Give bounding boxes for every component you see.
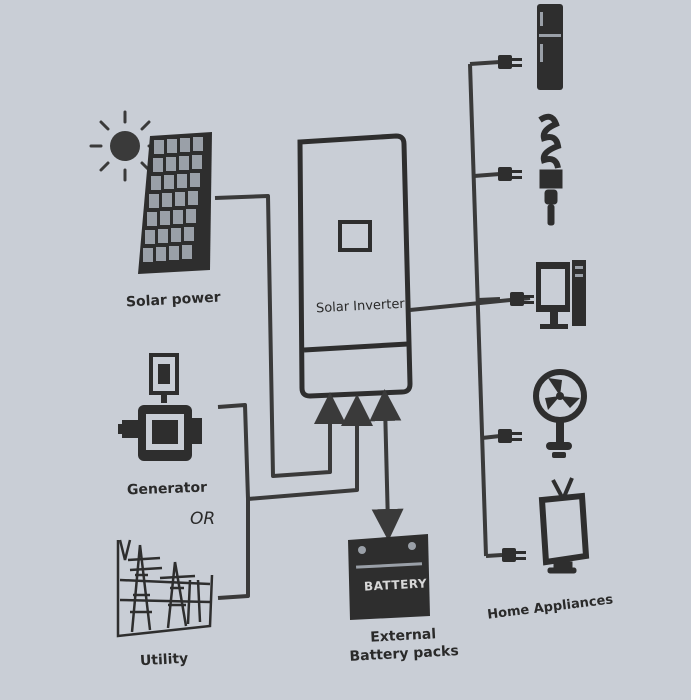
fan-icon <box>533 369 587 458</box>
tv-icon <box>538 477 590 574</box>
external-battery-label: External Battery packs <box>348 625 459 666</box>
utility-label: Utility <box>139 650 189 670</box>
generator-label: Generator <box>126 479 208 499</box>
computer-icon <box>536 260 586 329</box>
connection-lines <box>214 60 531 600</box>
solar-inverter-icon <box>297 133 413 399</box>
plug-icon <box>498 55 534 562</box>
generator-icon <box>118 353 202 461</box>
cfl-bulb-icon <box>538 113 563 226</box>
solar-panel-icon <box>138 132 212 274</box>
refrigerator-icon <box>537 4 563 90</box>
battery-icon <box>348 534 430 620</box>
utility-tower-icon <box>116 539 214 638</box>
or-label: OR <box>190 509 216 529</box>
